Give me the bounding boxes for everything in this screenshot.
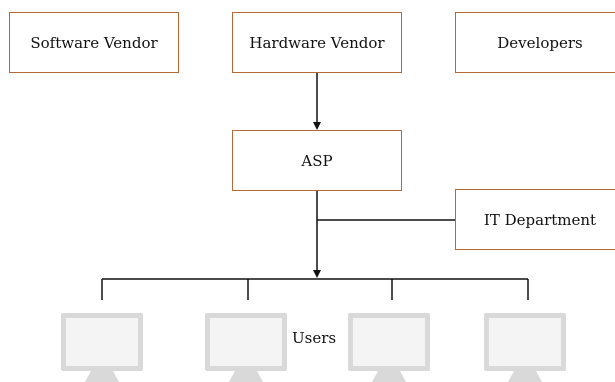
software-vendor-node: Software Vendor: [9, 12, 179, 73]
asp-node: ASP: [232, 130, 402, 191]
users-label: Users: [292, 329, 337, 347]
hardware-vendor-node: Hardware Vendor: [232, 12, 402, 73]
it-department-node: IT Department: [455, 189, 615, 250]
hardware-vendor-label: Hardware Vendor: [249, 33, 385, 52]
developers-label: Developers: [497, 33, 583, 52]
developers-node: Developers: [455, 12, 615, 73]
monitor-icon: [61, 313, 143, 382]
asp-label: ASP: [301, 151, 333, 170]
it-department-label: IT Department: [483, 210, 597, 229]
software-vendor-label: Software Vendor: [30, 33, 158, 52]
monitor-icon: [348, 313, 430, 382]
monitor-icon: [484, 313, 566, 382]
monitor-icon: [205, 313, 287, 382]
